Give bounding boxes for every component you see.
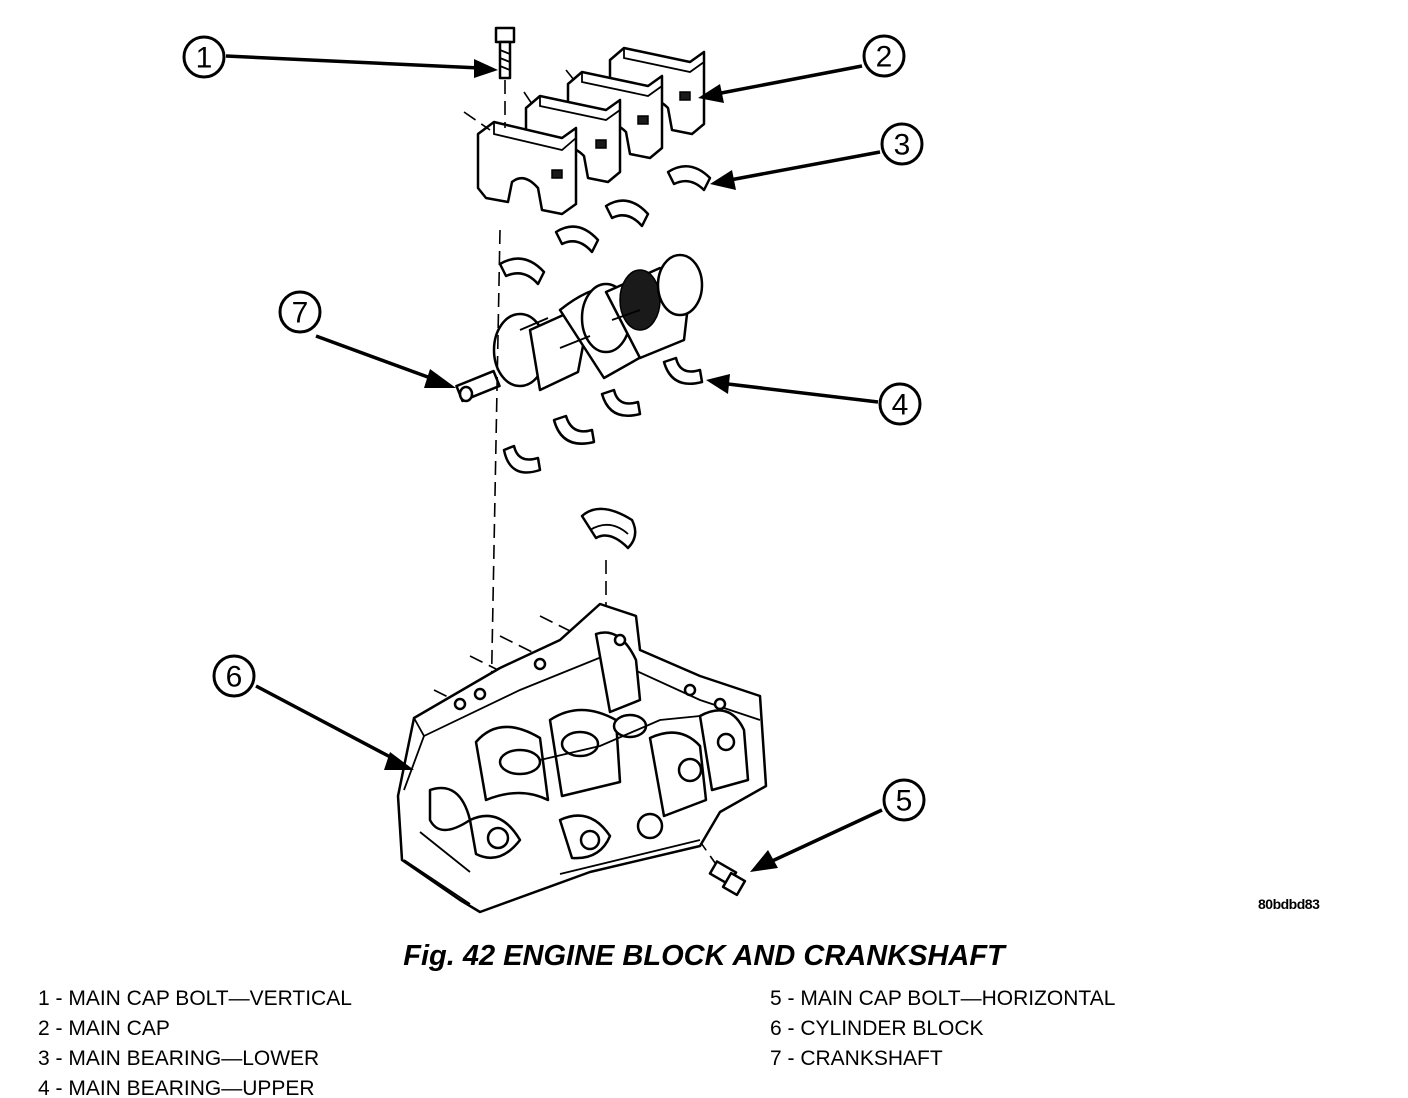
callout-number: 5 bbox=[896, 785, 913, 818]
main-bearings-lower bbox=[498, 165, 712, 286]
arrowhead bbox=[474, 59, 498, 78]
arrowhead bbox=[384, 752, 414, 770]
callout-3: 3 bbox=[710, 122, 924, 190]
callout-number: 6 bbox=[226, 661, 243, 694]
cylinder-block bbox=[396, 602, 768, 914]
main-cap bbox=[476, 120, 578, 216]
arrowhead bbox=[424, 369, 456, 388]
legend-item: 5 - MAIN CAP BOLT—HORIZONTAL bbox=[770, 987, 1116, 1010]
legend-item: 3 - MAIN BEARING—LOWER bbox=[38, 1047, 320, 1070]
callout-number: 1 bbox=[196, 42, 213, 75]
callout-circle bbox=[862, 34, 906, 78]
callout-number: 2 bbox=[876, 41, 893, 74]
callout-number: 4 bbox=[892, 389, 909, 422]
callout-circle bbox=[878, 382, 922, 426]
figure-reference-code: 80bdbd83 bbox=[1258, 896, 1320, 912]
main-cap-bolt-vertical bbox=[494, 26, 516, 80]
callout-1: 1 bbox=[182, 35, 498, 79]
callout-5: 5 bbox=[750, 778, 926, 872]
callout-circle bbox=[212, 654, 256, 698]
crankshaft bbox=[455, 253, 704, 403]
leader-line bbox=[255, 684, 397, 762]
legend-item: 2 - MAIN CAP bbox=[38, 1017, 170, 1040]
callout-4: 4 bbox=[706, 374, 922, 426]
arrowhead bbox=[698, 84, 724, 103]
exploded-view-diagram: 1 2 3 7 4 bbox=[182, 26, 926, 914]
arrowhead bbox=[750, 850, 778, 872]
main-cap-bolt-horizontal bbox=[708, 860, 747, 897]
leader-line bbox=[729, 150, 881, 182]
arrowhead bbox=[706, 374, 730, 394]
callout-circle bbox=[278, 290, 322, 334]
leader-line bbox=[225, 54, 481, 70]
legend-item: 6 - CYLINDER BLOCK bbox=[770, 1017, 984, 1040]
legend-item: 7 - CRANKSHAFT bbox=[770, 1047, 943, 1070]
callout-number: 3 bbox=[894, 129, 911, 162]
arrowhead bbox=[710, 170, 736, 190]
callout-circle bbox=[882, 778, 926, 822]
leader-line bbox=[727, 382, 879, 404]
main-caps bbox=[476, 46, 706, 216]
callout-circle bbox=[182, 35, 226, 79]
legend-item: 1 - MAIN CAP BOLT—VERTICAL bbox=[38, 987, 352, 1010]
legend-column-left: 1 - MAIN CAP BOLT—VERTICAL 2 - MAIN CAP … bbox=[38, 984, 352, 1098]
legend-column-right: 5 - MAIN CAP BOLT—HORIZONTAL 6 - CYLINDE… bbox=[770, 984, 1115, 1074]
legend-item: 4 - MAIN BEARING—UPPER bbox=[38, 1077, 315, 1098]
main-bearings-upper bbox=[502, 356, 704, 550]
callout-7: 7 bbox=[278, 290, 456, 388]
callout-2: 2 bbox=[698, 34, 906, 103]
leader-line bbox=[769, 808, 883, 864]
leader-line bbox=[315, 334, 437, 382]
callout-number: 7 bbox=[292, 297, 309, 330]
leader-line bbox=[715, 64, 863, 96]
callout-6: 6 bbox=[212, 654, 414, 770]
callout-circle bbox=[880, 122, 924, 166]
figure-title: Fig. 42 ENGINE BLOCK AND CRANKSHAFT bbox=[403, 940, 1005, 972]
